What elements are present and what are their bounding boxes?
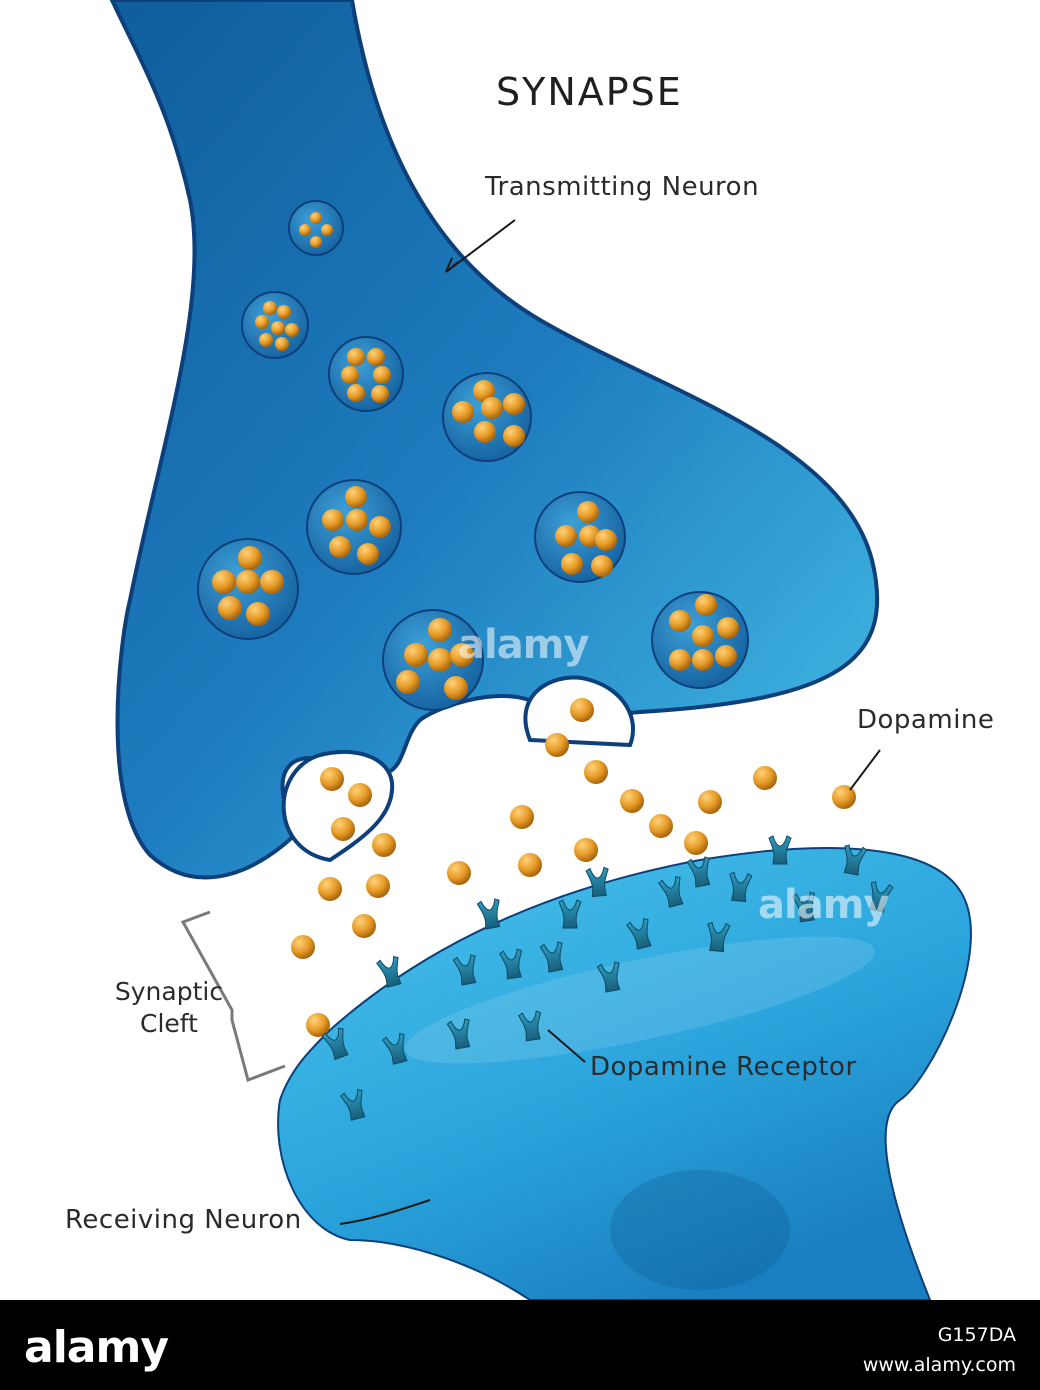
vesicle <box>306 479 402 575</box>
vesicle <box>382 609 484 711</box>
dopamine-receptor <box>321 1027 349 1061</box>
label-dopamine-receptor: Dopamine Receptor <box>590 1052 857 1082</box>
dopamine-molecule <box>570 698 594 722</box>
dopamine-molecule <box>291 935 315 959</box>
label-synaptic-cleft-line2: Cleft <box>140 1009 198 1038</box>
vesicle <box>197 538 299 640</box>
dopamine-receptor <box>869 881 894 913</box>
transmitting-arrowhead <box>445 257 459 273</box>
dopamine-receptor <box>707 921 731 953</box>
dopamine-molecule <box>306 1013 330 1037</box>
label-synaptic-cleft-line1: Synaptic <box>114 977 224 1006</box>
dopamine-molecule <box>832 785 856 809</box>
dopamine-molecule <box>574 838 598 862</box>
dopamine-molecule <box>753 766 777 790</box>
vesicle <box>288 200 344 256</box>
footer-logo: alamy <box>24 1322 169 1373</box>
dopamine-molecule <box>318 877 342 901</box>
dopamine-pointer <box>849 749 881 791</box>
dopamine-receptor <box>382 1032 408 1065</box>
dopamine-receptor <box>626 917 652 950</box>
dopamine-molecule <box>620 789 644 813</box>
dopamine-receptors <box>321 835 894 1121</box>
dopamine-receptor <box>558 899 582 929</box>
label-transmitting-neuron: Transmitting Neuron <box>485 172 760 202</box>
dopamine-receptor <box>585 866 609 898</box>
dopamine-molecules <box>291 698 856 1037</box>
label-synaptic-cleft: Synaptic Cleft <box>104 976 234 1040</box>
dopamine-molecule <box>447 861 471 885</box>
label-receiving-neuron: Receiving Neuron <box>65 1205 302 1235</box>
dopamine-receptor <box>686 856 711 888</box>
dopamine-receptor <box>518 1010 542 1042</box>
footer-site: www.alamy.com <box>862 1354 1016 1376</box>
dopamine-receptor <box>499 948 523 980</box>
vesicle <box>328 336 404 412</box>
vesicle <box>651 591 749 689</box>
dopamine-receptor <box>658 875 684 908</box>
watermark: alamy <box>758 882 889 928</box>
receptor-pointer <box>547 1029 586 1063</box>
dopamine-molecule <box>510 805 534 829</box>
dopamine-receptor <box>729 871 753 903</box>
dopamine-molecule <box>331 817 355 841</box>
dopamine-molecule <box>366 874 390 898</box>
dopamine-molecule <box>545 733 569 757</box>
watermark: alamy <box>458 622 589 668</box>
dopamine-receptor <box>768 835 792 865</box>
vesicle <box>534 491 626 583</box>
dopamine-receptor <box>446 1018 471 1050</box>
dopamine-receptor <box>452 954 477 986</box>
dopamine-molecule <box>518 853 542 877</box>
vesicle <box>241 291 309 359</box>
vesicle <box>442 372 532 462</box>
dopamine-receptor <box>792 891 816 923</box>
synapse-diagram <box>109 0 972 1300</box>
dopamine-molecule <box>684 831 708 855</box>
dopamine-molecule <box>320 767 344 791</box>
annotation-lines <box>180 219 881 1225</box>
diagram-title: SYNAPSE <box>496 70 683 114</box>
dopamine-receptor <box>376 955 402 988</box>
receiving-pointer <box>339 1199 431 1225</box>
dopamine-molecule <box>584 760 608 784</box>
dopamine-molecule <box>348 783 372 807</box>
dopamine-receptor <box>539 941 564 973</box>
dopamine-molecule <box>649 814 673 838</box>
footer-image-id: G157DA <box>937 1324 1016 1346</box>
dopamine-receptor <box>596 961 621 993</box>
synaptic-vesicles <box>197 200 749 711</box>
dopamine-molecule <box>352 914 376 938</box>
dopamine-molecule <box>698 790 722 814</box>
synaptic-cleft-bracket <box>180 910 286 1082</box>
footer-image-info: G157DA www.alamy.com <box>863 1320 1016 1380</box>
dopamine-molecule <box>372 833 396 857</box>
dopamine-receptor <box>843 844 868 876</box>
dopamine-receptor <box>340 1088 366 1121</box>
dopamine-receptor <box>476 898 501 930</box>
receiving-neuron <box>277 847 972 1300</box>
footer-bar: alamy G157DA www.alamy.com <box>0 1300 1040 1390</box>
label-dopamine: Dopamine <box>857 705 995 735</box>
